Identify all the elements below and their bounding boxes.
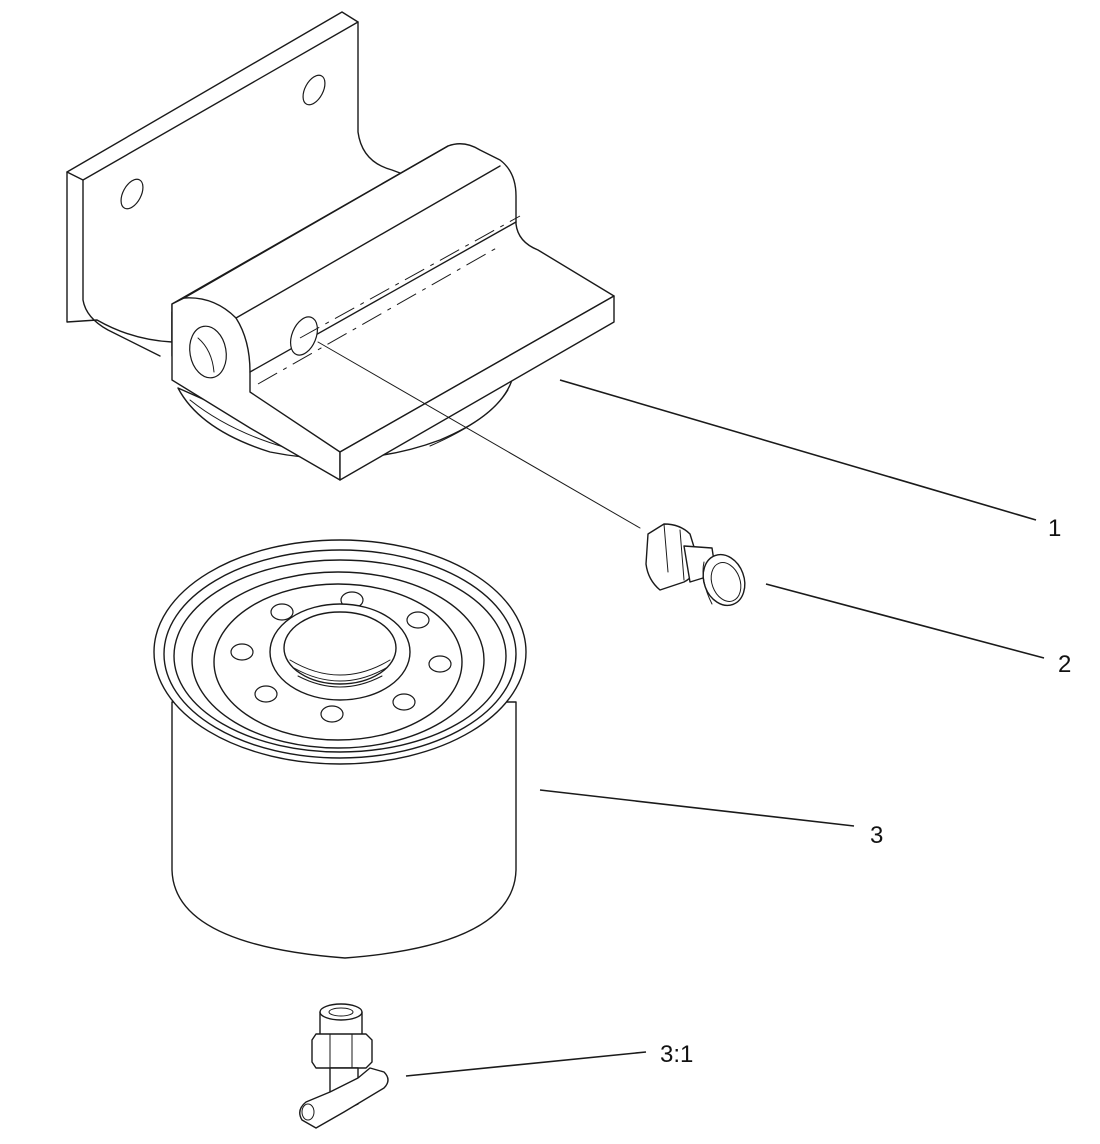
mounting-hole-right (302, 74, 326, 106)
leader-1 (559, 379, 1037, 521)
assembly-line-plug (317, 341, 641, 529)
callout-3: 3 (870, 822, 883, 849)
callout-2: 2 (1058, 651, 1071, 678)
mounting-hole-left (120, 178, 144, 210)
leader-3 (539, 789, 855, 827)
filter-head-bracket (66, 11, 615, 481)
canister-body (171, 701, 517, 959)
drain-valve-wing (299, 1067, 389, 1129)
drain-valve-hex (311, 1033, 373, 1069)
head-block-top (171, 143, 615, 453)
canister-hole (254, 685, 278, 703)
canister-hole (230, 643, 254, 661)
canister-center-opening (269, 603, 411, 701)
leader-3-1 (405, 1051, 647, 1077)
drain-valve (299, 1003, 389, 1129)
canister-hole (428, 655, 452, 673)
leader-2 (765, 583, 1045, 659)
callout-3-1: 3:1 (660, 1041, 693, 1068)
canister-hole (392, 693, 416, 711)
plug-fitting (317, 341, 746, 607)
canister-hole (406, 611, 430, 629)
callout-1: 1 (1048, 515, 1061, 542)
filter-canister (153, 539, 527, 959)
canister-hole (270, 603, 294, 621)
center-line (257, 245, 501, 385)
canister-hole (320, 705, 344, 723)
